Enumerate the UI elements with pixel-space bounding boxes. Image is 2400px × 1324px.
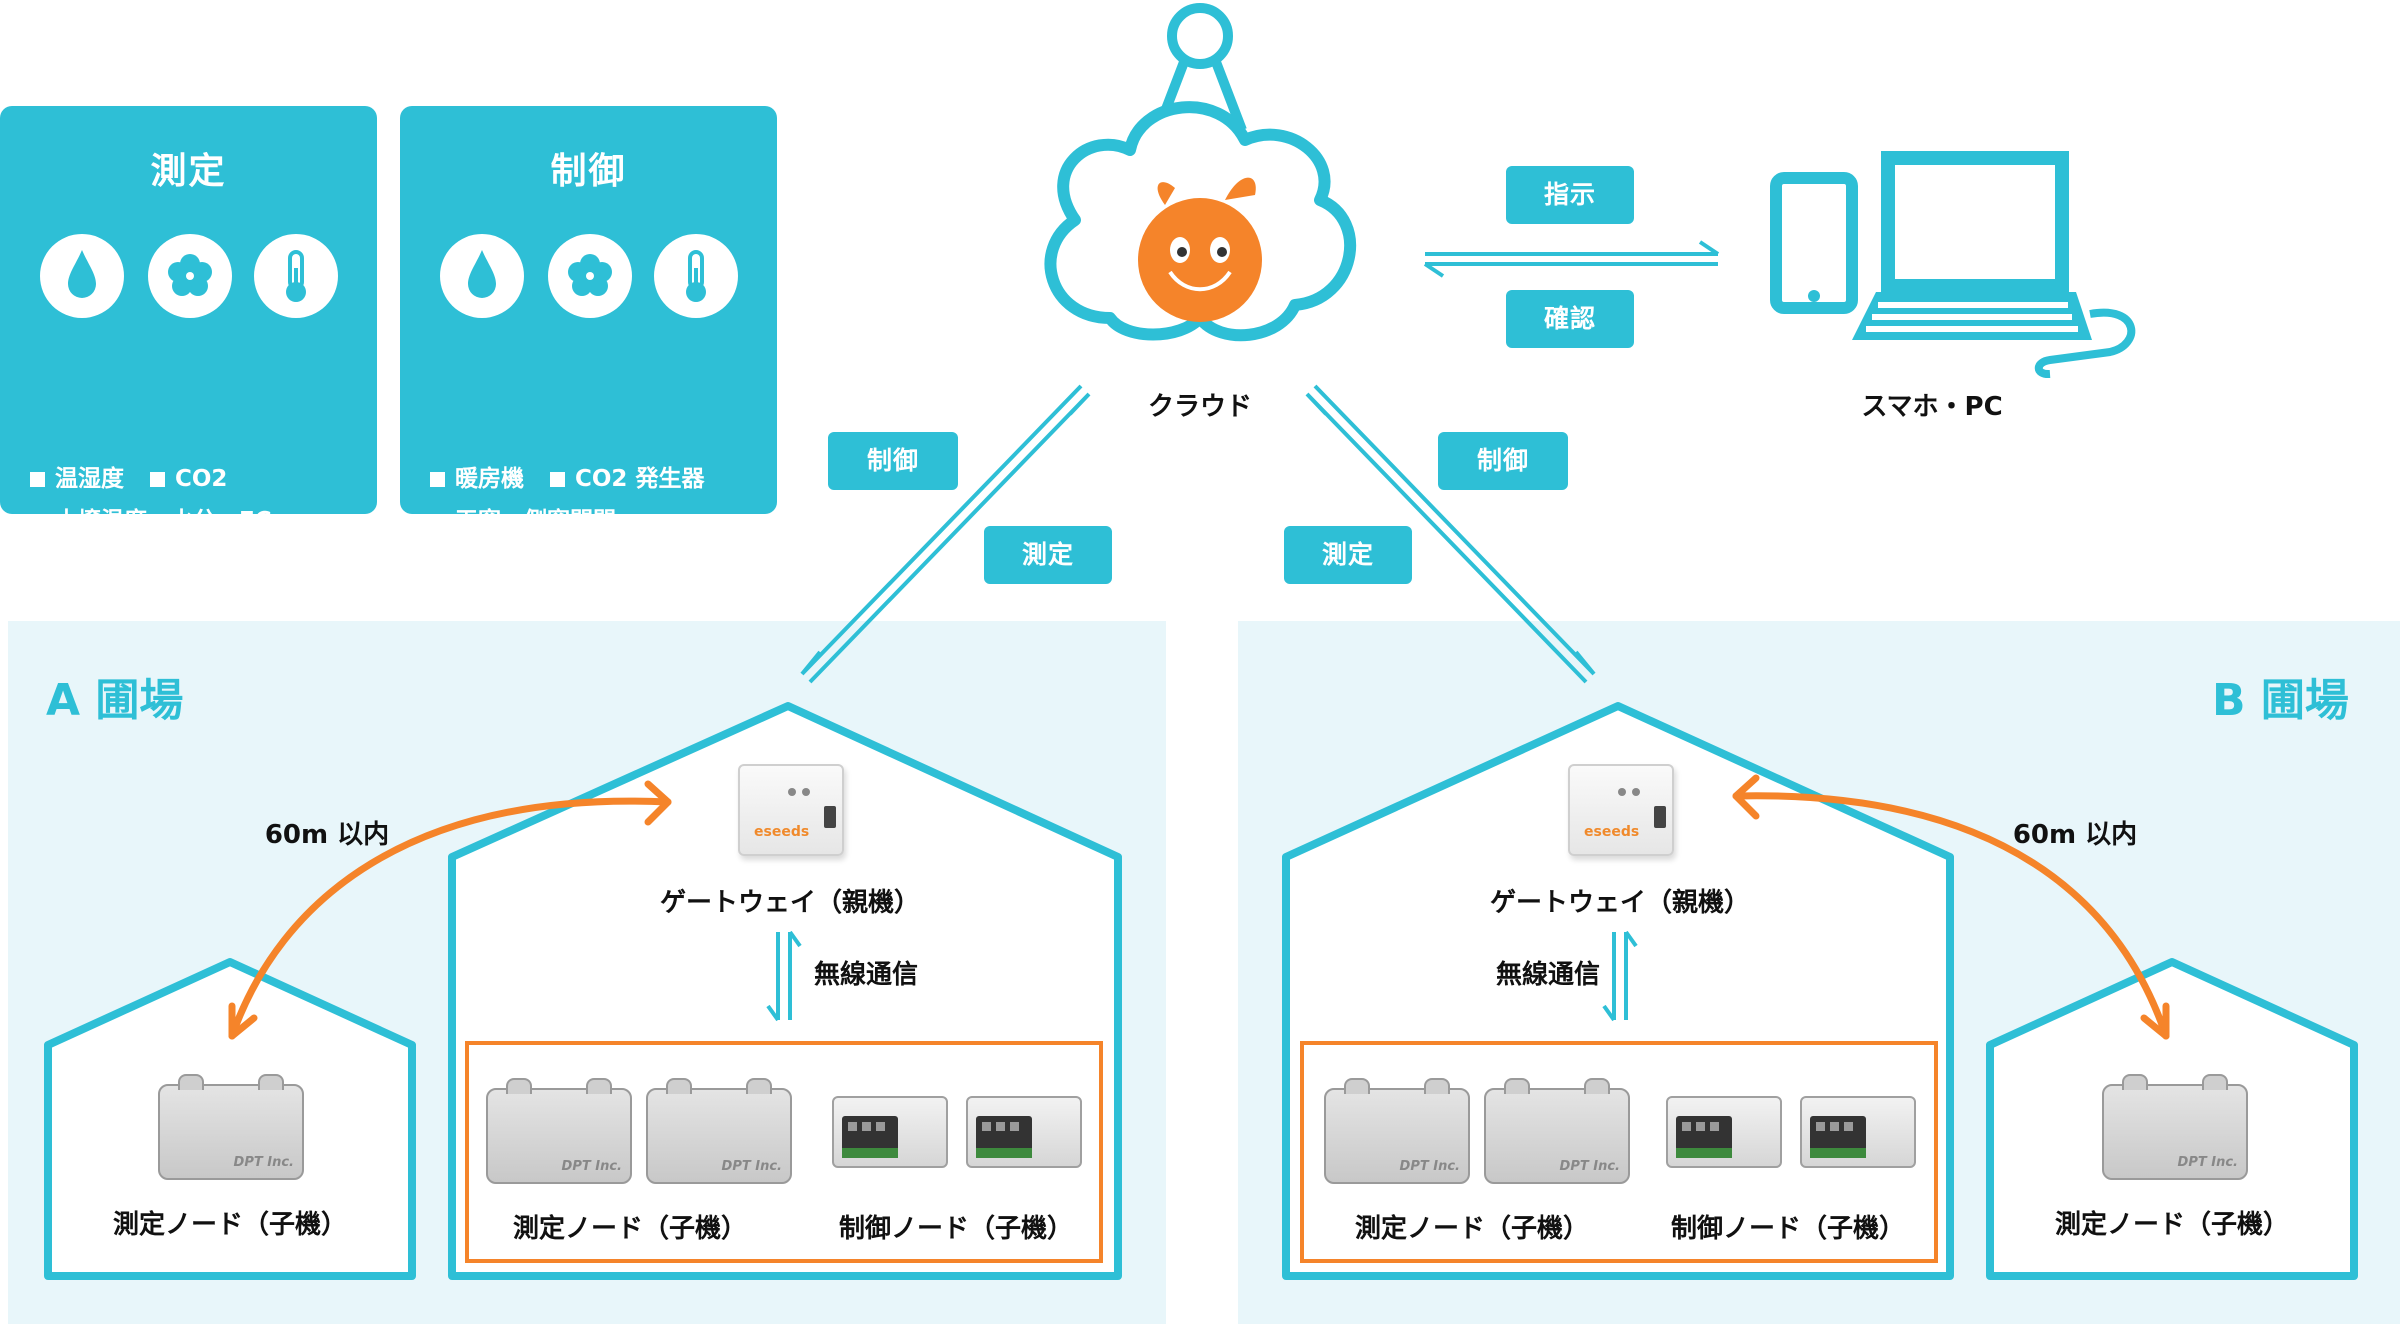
control-panel-title: 制御 xyxy=(550,151,627,192)
farm-a-wireless-arrows xyxy=(766,930,802,1022)
farm-a-control-badge: 制御 xyxy=(828,432,958,490)
control-panel: 制御 暖房機 CO2 発生器 天窓・側窓開閉 灌水用電磁弁 など xyxy=(400,106,777,576)
farm-a-name: A 圃場 xyxy=(46,675,184,726)
farm-a-control-nodes-label: 制御ノード（子機） xyxy=(838,1214,1073,1244)
farm-b-range-label: 60m 以内 xyxy=(2012,820,2138,850)
list-item: CO2 発生器 xyxy=(575,466,705,492)
farm-a-range-arrow xyxy=(228,780,672,1040)
farm-b-link xyxy=(1305,384,1596,684)
farm-a-link xyxy=(800,384,1091,684)
farm-a-remote-node-label: 測定ノード（子機） xyxy=(112,1210,347,1240)
confirm-badge: 確認 xyxy=(1506,290,1634,348)
measure-node-device: DPT Inc. xyxy=(486,1078,632,1184)
flower-icon xyxy=(548,234,632,318)
mascot-icon xyxy=(1138,177,1262,322)
cloud-label: クラウド xyxy=(1147,392,1252,422)
instruct-badge: 指示 xyxy=(1506,166,1634,224)
gateway-logo: eseeds xyxy=(1584,824,1640,840)
farm-a-wireless-label: 無線通信 xyxy=(814,960,919,990)
control-node-device xyxy=(1666,1096,1782,1168)
flower-icon xyxy=(148,234,232,318)
water-drop-icon xyxy=(440,234,524,318)
farm-b-name: B 圃場 xyxy=(2212,675,2349,726)
node-brand: DPT Inc. xyxy=(2177,1155,2238,1170)
farm-b-measure-badge: 測定 xyxy=(1284,526,1412,584)
farm-a-gateway-label: ゲートウェイ（親機） xyxy=(659,888,920,918)
farm-b-gateway-label: ゲートウェイ（親機） xyxy=(1489,888,1750,918)
gateway-logo: eseeds xyxy=(754,824,810,840)
node-brand: DPT Inc. xyxy=(233,1155,294,1170)
measure-list: 温湿度 CO2 土壌温度・水分・EC 日射量測 屋外環境 xyxy=(30,458,367,584)
measure-node-device: DPT Inc. xyxy=(646,1078,792,1184)
farm-b-measure-nodes-label: 測定ノード（子機） xyxy=(1354,1214,1589,1244)
farm-b-gateway: eseeds xyxy=(1568,764,1674,856)
control-node-device xyxy=(832,1096,948,1168)
list-item: 土壌温度・水分・EC xyxy=(55,508,272,534)
laptop-icon xyxy=(1852,151,2136,378)
node-brand: DPT Inc. xyxy=(561,1159,622,1174)
control-list: 暖房機 CO2 発生器 天窓・側窓開閉 灌水用電磁弁 など xyxy=(430,458,767,584)
farm-a-measure-nodes-label: 測定ノード（子機） xyxy=(512,1214,747,1244)
list-item: 灌水用電磁弁 など xyxy=(455,550,648,576)
node-brand: DPT Inc. xyxy=(721,1159,782,1174)
measure-node-device: DPT Inc. xyxy=(158,1074,304,1180)
measure-panel: 測定 温湿度 CO2 土壌温度・水分・EC 日射量測 屋外環境 xyxy=(0,106,377,576)
farm-b-wireless-arrows xyxy=(1602,930,1638,1022)
list-item: 暖房機 xyxy=(455,466,524,492)
node-brand: DPT Inc. xyxy=(1559,1159,1620,1174)
thermometer-icon xyxy=(254,234,338,318)
measure-node-device: DPT Inc. xyxy=(1324,1078,1470,1184)
control-node-device xyxy=(966,1096,1082,1168)
list-item: 天窓・側窓開閉 xyxy=(455,508,616,534)
control-node-device xyxy=(1800,1096,1916,1168)
list-item: 屋外環境 xyxy=(198,550,290,576)
farm-b-node-box xyxy=(1300,1041,1938,1263)
farm-a-gateway: eseeds xyxy=(738,764,844,856)
farm-a-range-label: 60m 以内 xyxy=(264,820,390,850)
water-drop-icon xyxy=(40,234,124,318)
list-item: 温湿度 xyxy=(55,466,124,492)
client-label: スマホ・PC xyxy=(1861,392,2003,422)
smartphone-icon xyxy=(1770,172,1858,314)
farm-a-node-box xyxy=(465,1041,1103,1263)
measure-panel-title: 測定 xyxy=(150,151,227,192)
node-brand: DPT Inc. xyxy=(1399,1159,1460,1174)
farm-b-control-badge: 制御 xyxy=(1438,432,1568,490)
list-item: CO2 xyxy=(175,466,228,492)
farm-a-measure-badge: 測定 xyxy=(984,526,1112,584)
list-item: 日射量測 xyxy=(55,550,147,576)
farm-b-remote-node-label: 測定ノード（子機） xyxy=(2054,1210,2289,1240)
measure-node-device: DPT Inc. xyxy=(1484,1078,1630,1184)
farm-b-wireless-label: 無線通信 xyxy=(1495,960,1600,990)
farm-b-range-arrow xyxy=(1732,774,2170,1040)
farm-b-control-nodes-label: 制御ノード（子機） xyxy=(1670,1214,1905,1244)
cloud-client-arrows xyxy=(1423,240,1720,278)
measure-node-device: DPT Inc. xyxy=(2102,1074,2248,1180)
thermometer-icon xyxy=(654,234,738,318)
